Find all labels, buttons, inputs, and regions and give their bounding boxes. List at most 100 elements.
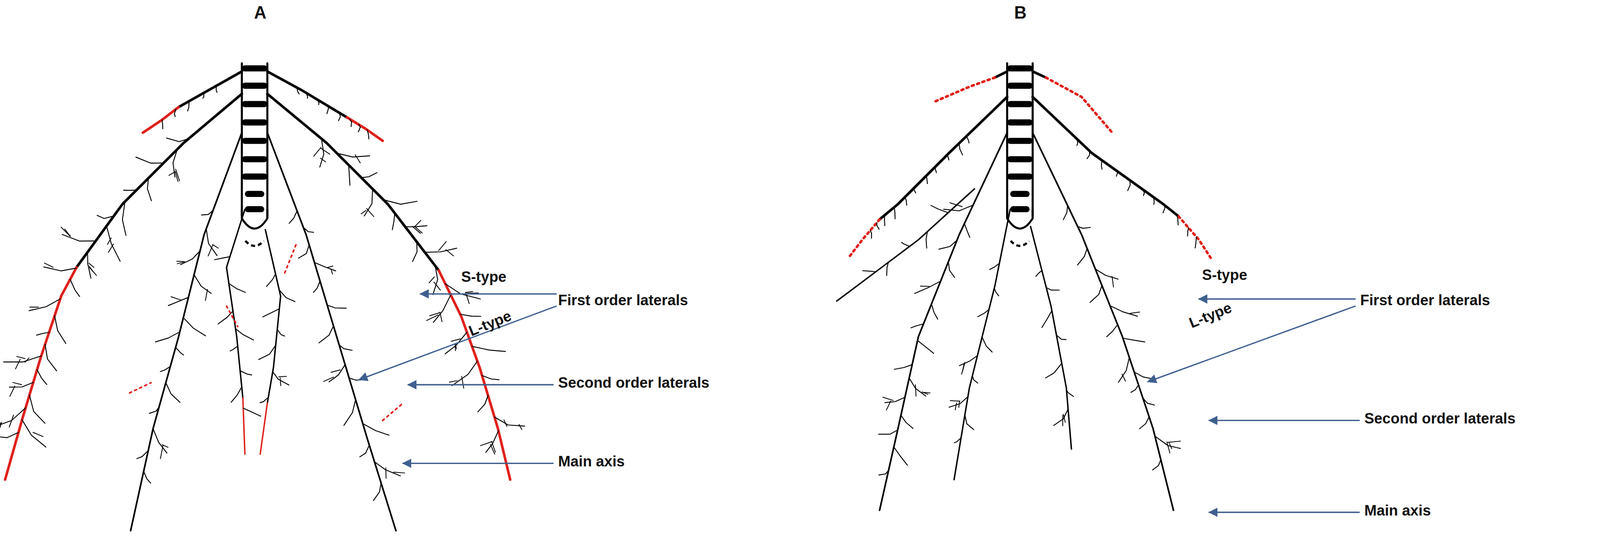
first-order-lateral — [258, 345, 276, 360]
first-order-lateral — [298, 245, 310, 259]
second-order-lateral — [355, 154, 361, 163]
first-order-lateral — [135, 156, 164, 164]
leader-arrow — [1147, 306, 1355, 382]
first-order-lateral — [327, 305, 347, 309]
first-order-lateral — [911, 323, 924, 328]
first-order-lateral — [1106, 324, 1118, 337]
first-order-lateral — [228, 283, 246, 293]
stem-node — [244, 190, 265, 198]
first-order-lateral — [143, 471, 151, 484]
first-order-lateral — [277, 329, 285, 337]
second-order-lateral — [451, 339, 461, 342]
type-label: L-type — [1186, 300, 1234, 332]
first-order-lateral — [1187, 228, 1189, 237]
first-order-lateral — [894, 364, 913, 370]
first-order-lateral — [319, 138, 324, 167]
first-order-lateral — [1045, 363, 1062, 379]
dotted-red-tip — [849, 219, 880, 258]
second-order-lateral — [205, 289, 208, 301]
second-order-lateral — [449, 380, 458, 383]
first-order-lateral — [965, 415, 975, 430]
first-order-lateral — [361, 172, 378, 178]
dotted-red-tip — [382, 403, 404, 421]
second-order-lateral — [321, 148, 330, 155]
panel-letter: A — [253, 4, 267, 22]
first-order-lateral — [329, 364, 346, 383]
first-order-lateral — [949, 396, 968, 408]
dotted-red-tip — [1046, 77, 1113, 134]
second-order-lateral — [519, 424, 522, 430]
second-order-lateral — [955, 403, 957, 410]
first-order-lateral — [0, 407, 26, 427]
leader-arrow — [420, 293, 556, 295]
first-order-lateral — [433, 294, 451, 323]
second-order-lateral — [883, 397, 894, 401]
red-root-segment — [259, 403, 268, 455]
second-order-lateral — [160, 446, 163, 459]
first-order-lateral — [977, 309, 990, 318]
first-order-lateral — [1118, 357, 1130, 383]
stem-node — [1010, 190, 1030, 198]
stem-node — [1007, 119, 1033, 126]
main-axis-root — [995, 71, 1008, 78]
first-order-lateral — [36, 332, 50, 336]
callout-label: Main axis — [1364, 503, 1432, 519]
first-order-lateral — [876, 222, 880, 230]
main-axis-root — [267, 71, 347, 118]
first-order-lateral — [964, 223, 970, 238]
first-order-lateral — [1142, 398, 1155, 406]
first-order-lateral — [894, 207, 896, 219]
main-axis-root — [879, 132, 1008, 511]
first-order-lateral — [153, 428, 167, 454]
first-order-lateral — [1063, 205, 1068, 220]
main-axis-root — [267, 132, 396, 531]
main-axis-root — [130, 132, 242, 531]
first-order-lateral — [214, 256, 230, 260]
second-order-lateral — [320, 158, 326, 163]
first-order-lateral — [231, 386, 242, 403]
second-order-lateral — [961, 362, 966, 375]
root-cap — [245, 240, 264, 247]
type-label: L-type — [466, 308, 514, 340]
first-order-lateral — [343, 399, 356, 426]
second-order-lateral — [1111, 276, 1114, 288]
first-order-lateral — [1110, 305, 1138, 317]
first-order-lateral — [259, 397, 269, 403]
main-axis-root — [1030, 226, 1072, 450]
first-order-lateral — [339, 344, 353, 351]
stem-node — [1007, 155, 1033, 163]
first-order-lateral — [954, 437, 961, 443]
first-order-lateral — [187, 101, 189, 112]
first-order-lateral — [445, 283, 480, 300]
first-order-lateral — [451, 361, 478, 386]
first-order-lateral — [925, 231, 928, 249]
first-order-lateral — [123, 189, 137, 192]
second-order-lateral — [66, 232, 71, 237]
second-order-lateral — [962, 363, 965, 372]
second-order-lateral — [361, 210, 366, 214]
stem-node — [241, 137, 268, 145]
main-axis-root — [76, 93, 242, 268]
first-order-lateral — [289, 210, 298, 224]
callout-label: Second order laterals — [1364, 411, 1516, 426]
first-order-lateral — [1176, 215, 1179, 226]
dotted-red-tip — [933, 77, 995, 103]
first-order-lateral — [363, 423, 390, 436]
stem-node — [241, 101, 268, 108]
first-order-lateral — [914, 187, 916, 194]
first-order-lateral — [317, 99, 319, 105]
first-order-lateral — [1134, 372, 1154, 380]
first-order-lateral — [166, 382, 181, 403]
main-axis-root — [1032, 96, 1179, 217]
first-order-lateral — [972, 375, 978, 384]
first-order-lateral — [494, 416, 525, 426]
second-order-lateral — [461, 376, 464, 389]
second-order-lateral — [331, 269, 333, 274]
dotted-red-tip — [226, 306, 239, 327]
first-order-lateral — [21, 419, 46, 447]
main-axis-root — [267, 93, 439, 271]
second-order-lateral — [915, 384, 916, 397]
first-order-lateral — [313, 280, 321, 293]
first-order-lateral — [471, 346, 506, 352]
